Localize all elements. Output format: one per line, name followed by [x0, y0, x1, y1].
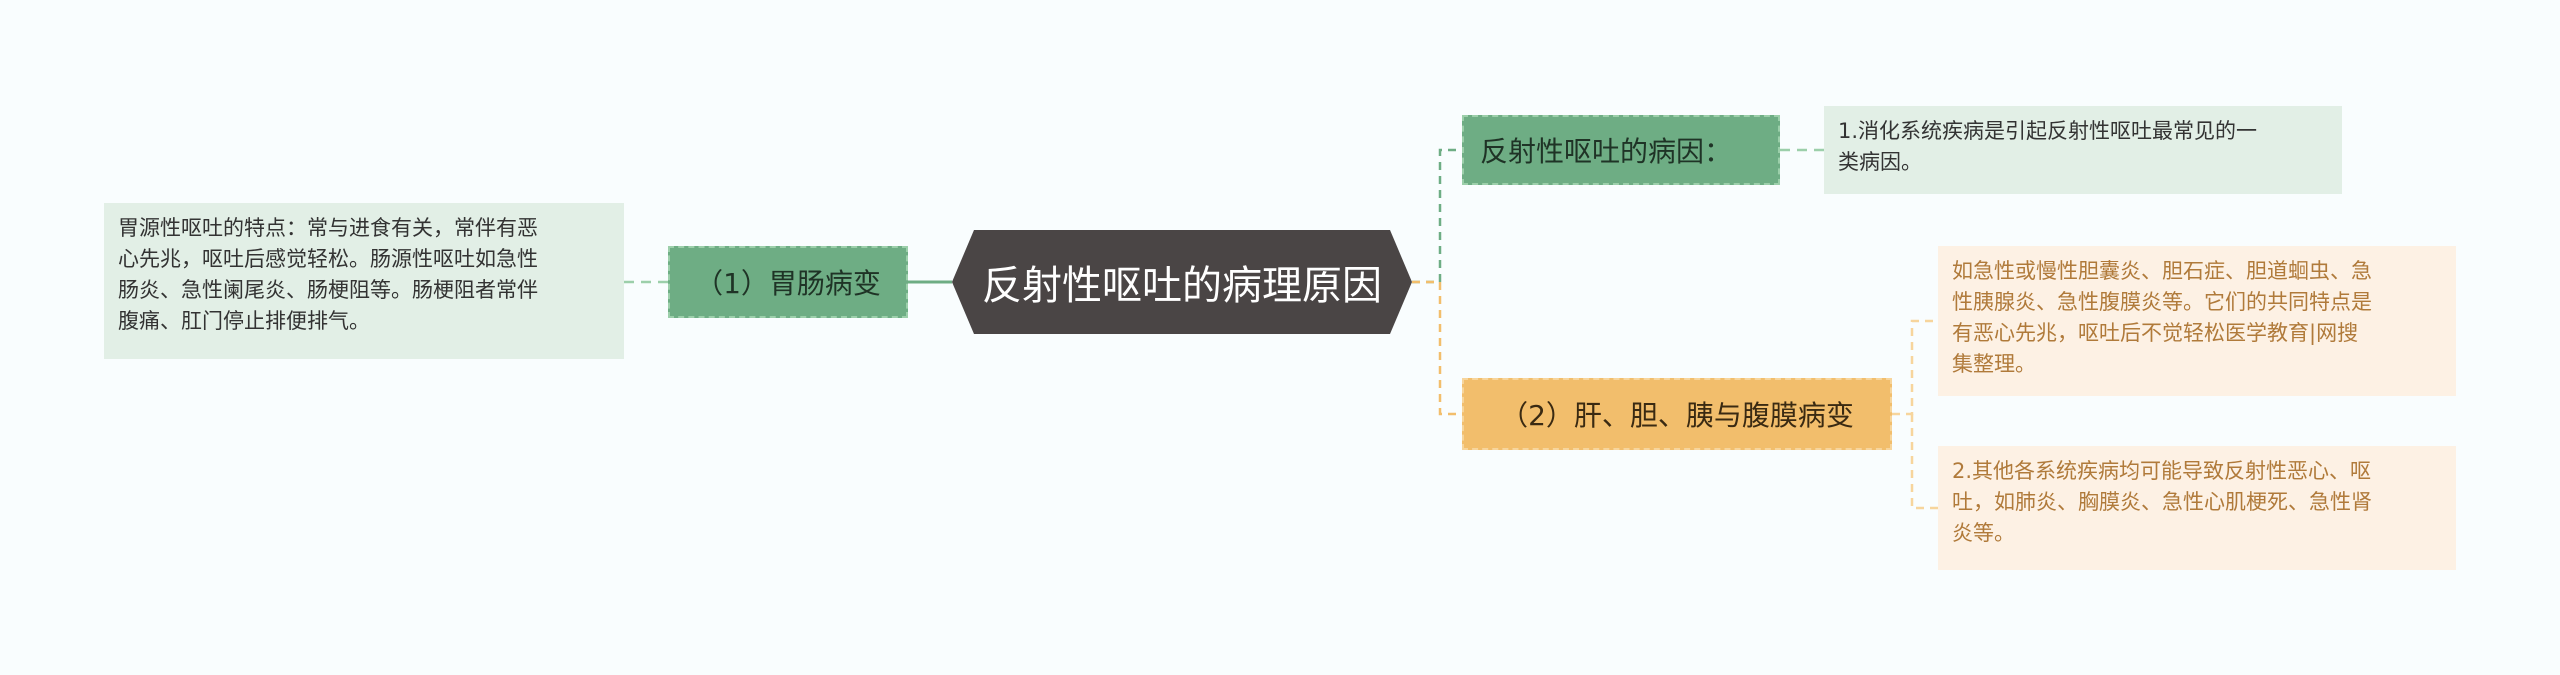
branch-gastrointestinal-label: （1）胃肠病变 [695, 267, 881, 300]
leaf-causes-detail[interactable]: 1.消化系统疾病是引起反射性呕吐最常见的一 类病因。 [1824, 106, 2342, 194]
leaf-gastrointestinal-detail[interactable]: 胃源性呕吐的特点：常与进食有关，常伴有恶 心先兆，呕吐后感觉轻松。肠源性呕吐如急… [104, 203, 624, 359]
link-center-top [1412, 148, 1462, 284]
branch-liver-gallbladder-label: （2）肝、胆、胰与腹膜病变 [1500, 399, 1854, 432]
branch-causes-label: 反射性呕吐的病因： [1480, 135, 1733, 168]
central-topic[interactable]: 反射性呕吐的病理原因 [952, 230, 1412, 334]
leaf-other-systems-detail[interactable]: 2.其他各系统疾病均可能导致反射性恶心、呕 吐，如肺炎、胸膜炎、急性心肌梗死、急… [1938, 446, 2456, 570]
branch-causes[interactable]: 反射性呕吐的病因： [1462, 115, 1780, 185]
leaf-liver-gallbladder-detail[interactable]: 如急性或慢性胆囊炎、胆石症、胆道蛔虫、急 性胰腺炎、急性腹膜炎等。它们的共同特点… [1938, 246, 2456, 396]
link-bottom-leaf-2 [1910, 414, 1938, 510]
branch-gastrointestinal[interactable]: （1）胃肠病变 [668, 246, 908, 318]
branch-liver-gallbladder[interactable]: （2）肝、胆、胰与腹膜病变 [1462, 378, 1892, 450]
link-center-bottom [1412, 280, 1462, 416]
central-topic-label: 反射性呕吐的病理原因 [982, 263, 1382, 309]
link-bottom-leaf-1 [1892, 319, 1938, 416]
